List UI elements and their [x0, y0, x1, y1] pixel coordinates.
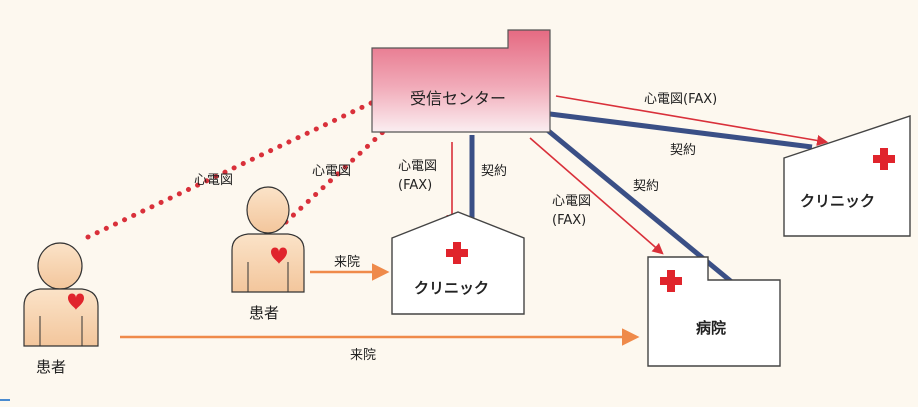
red-cross-icon [660, 270, 682, 292]
reception-center-label: 受信センター [410, 89, 506, 108]
hospital-label: 病院 [696, 319, 726, 337]
reception-center-node: 受信センター [371, 29, 551, 133]
ecg-fax-label-hospital-line2: (FAX) [552, 213, 586, 228]
heart-icon [68, 293, 84, 310]
ecg-label-patient-left: 心電図 [194, 173, 233, 188]
person-icon [231, 186, 305, 293]
contract-label-clinic-left: 契約 [481, 164, 507, 179]
heart-icon [271, 247, 287, 264]
fax-arrow-clinic-right [555, 95, 829, 147]
clinic-right-node: クリニック [783, 115, 911, 237]
visit-label-patient-left: 来院 [350, 348, 376, 363]
ecg-fax-label-hospital-line1: 心電図 [552, 194, 591, 209]
patient-middle-figure: 患者 [231, 186, 305, 322]
ecg-dotted-arrow-patient-left [85, 93, 389, 240]
contract-line-clinic-right [549, 111, 813, 150]
ecg-label-patient-middle: 心電図 [312, 164, 351, 179]
red-cross-icon [446, 242, 468, 264]
patient-middle-label: 患者 [249, 304, 279, 322]
ecg-fax-label-clinic-right: 心電図(FAX) [644, 92, 717, 107]
patient-left-label: 患者 [36, 358, 66, 376]
hospital-node: 病院 [647, 256, 781, 367]
clinic-left-label: クリニック [414, 279, 489, 297]
clinic-right-label: クリニック [800, 192, 875, 210]
red-cross-icon [873, 148, 895, 170]
contract-label-hospital: 契約 [633, 179, 659, 194]
person-icon [23, 242, 99, 347]
ecg-fax-label-clinic-left-line2: (FAX) [398, 178, 432, 193]
patient-left-figure: 患者 [23, 242, 99, 376]
fax-arrow-hospital [529, 137, 664, 255]
clinic-left-node: クリニック [391, 211, 525, 315]
visit-label-patient-middle: 来院 [334, 255, 360, 270]
ecg-fax-label-clinic-left-line1: 心電図 [398, 159, 437, 174]
contract-label-clinic-right: 契約 [670, 143, 696, 158]
